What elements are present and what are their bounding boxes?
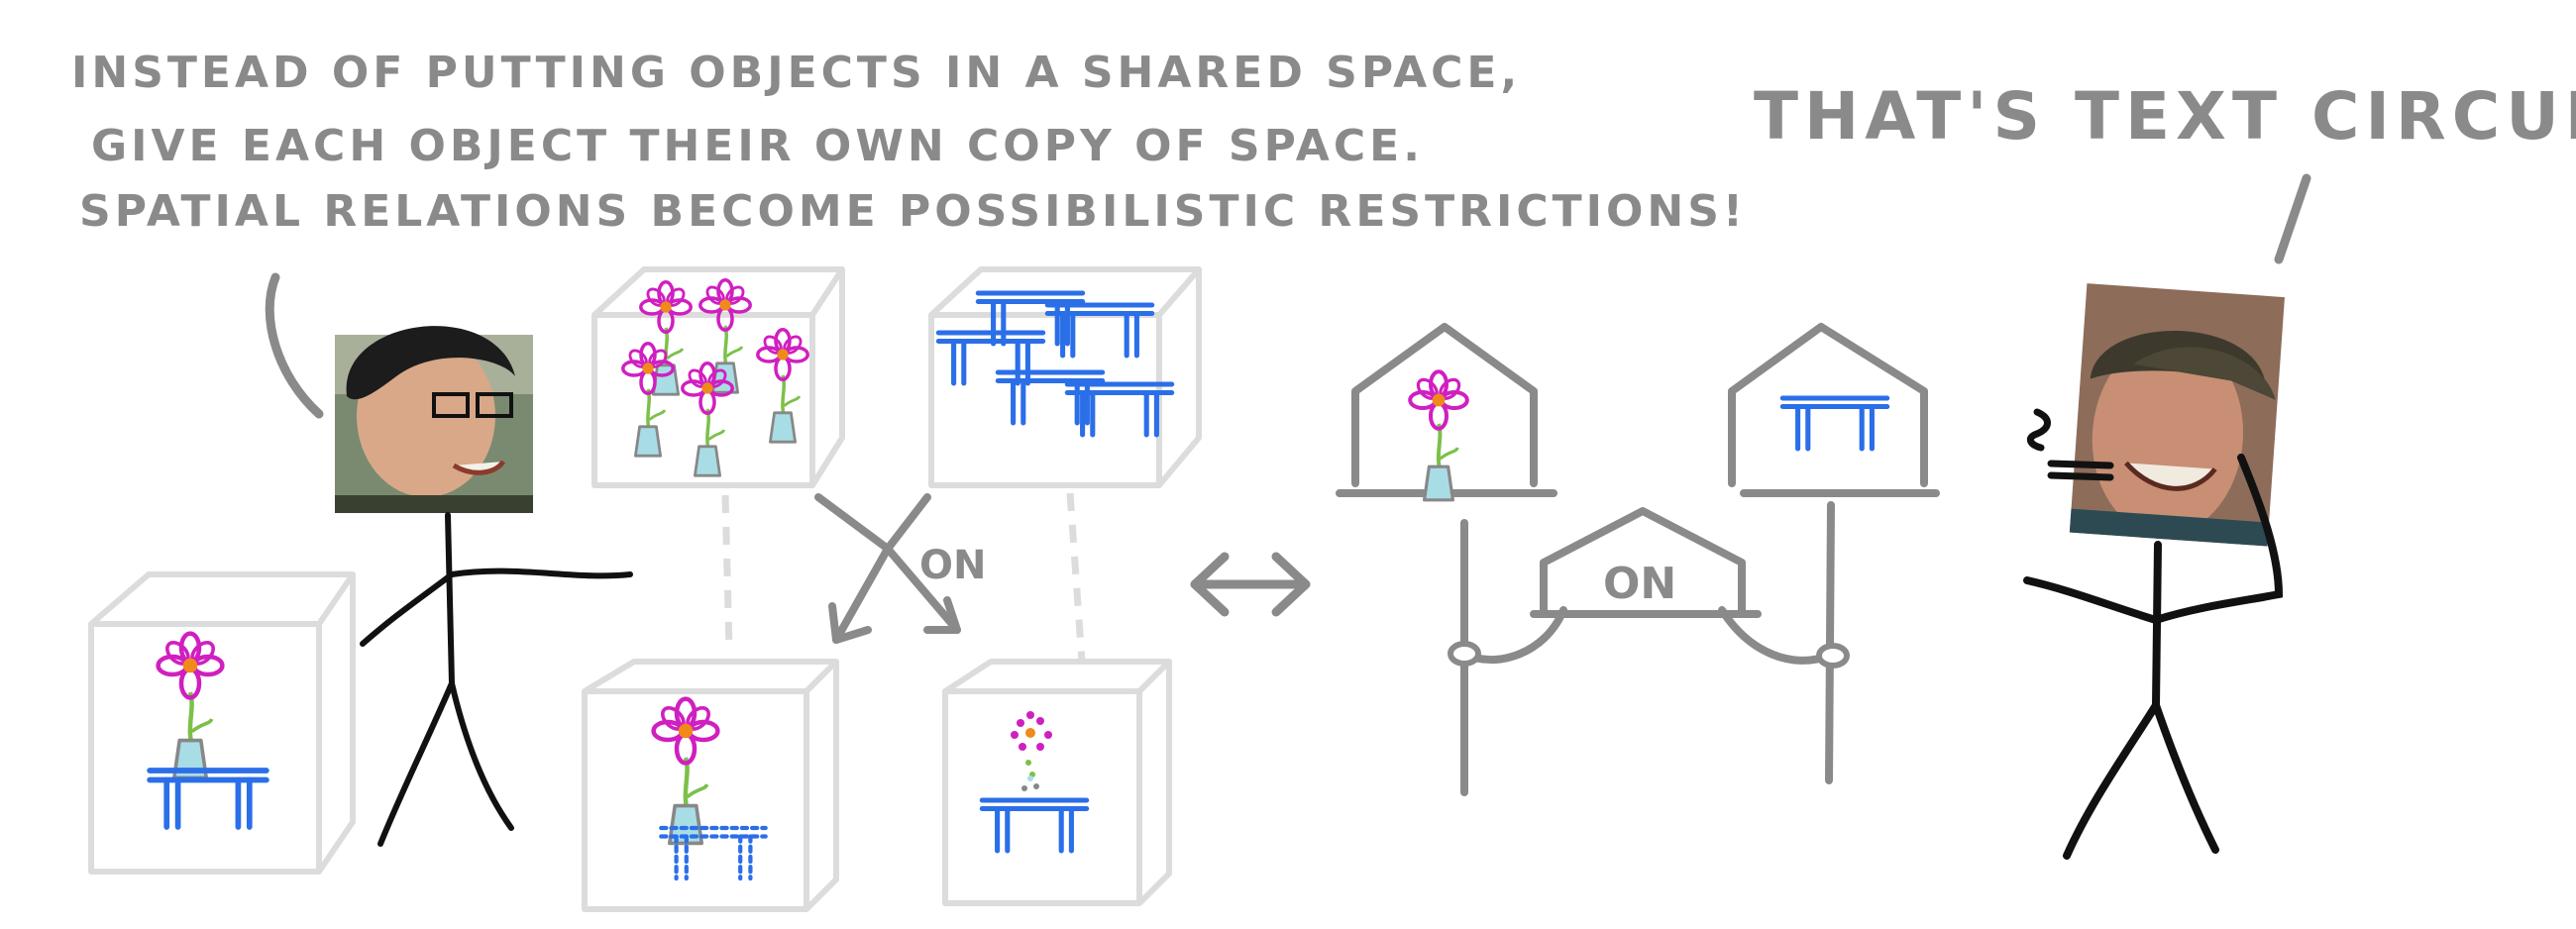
flower-vase-icon (1410, 371, 1467, 500)
table-icon (998, 372, 1102, 423)
left-person (335, 326, 633, 847)
flower-vase-icon (621, 342, 675, 458)
flower-vase-icon (159, 634, 223, 778)
dotted-flower-icon (1011, 711, 1052, 791)
left-speech-line2: GIVE EACH OBJECT THEIR OWN COPY OF SPACE… (91, 121, 1424, 171)
right-speech: THAT'S TEXT CIRCUITS! (1754, 78, 2576, 155)
wire-dots (1448, 641, 1850, 669)
wire-right (1825, 501, 1835, 784)
smoking-icon (2026, 408, 2114, 481)
table-icon (938, 333, 1042, 383)
table-icon (1067, 384, 1171, 435)
double-arrow-icon (1190, 552, 1311, 617)
left-person-photo (335, 326, 533, 513)
right-person-photo (2069, 283, 2285, 547)
dashed-connector-right (1066, 492, 1086, 663)
table-icon (1782, 398, 1886, 449)
left-person-stick-figure (360, 512, 633, 847)
left-speech-line1: INSTEAD OF PUTTING OBJECTS IN A SHARED S… (71, 48, 1521, 98)
on-branch-arrow (814, 493, 961, 644)
table-icon (982, 800, 1086, 851)
cube-flower-dashed-table (582, 659, 839, 912)
dashed-connector-left (721, 494, 733, 650)
table-icon (150, 771, 267, 827)
cube-flower-on-table (88, 571, 356, 875)
flower-vase-icon (681, 361, 734, 477)
on-label-right: ON (1603, 559, 1676, 609)
cube-dotted-flower-table (942, 659, 1172, 906)
flower-vase-icon (654, 699, 718, 844)
left-speech-tick (265, 272, 324, 419)
on-label-left: ON (919, 543, 986, 588)
house-right (1728, 323, 1940, 497)
right-person (2023, 283, 2285, 860)
cube-many-tables (928, 266, 1202, 488)
flower-vase-icon (756, 328, 809, 444)
table-icon (978, 293, 1082, 344)
cube-many-flowers (591, 266, 845, 488)
right-person-stick-figure (2023, 454, 2284, 860)
flower-vase-icon (639, 280, 693, 396)
right-speech-tick (2274, 173, 2311, 264)
table-icon (1047, 305, 1151, 356)
table-icon (661, 828, 765, 878)
left-speech-line3: SPATIAL RELATIONS BECOME POSSIBILISTIC R… (79, 186, 1747, 237)
